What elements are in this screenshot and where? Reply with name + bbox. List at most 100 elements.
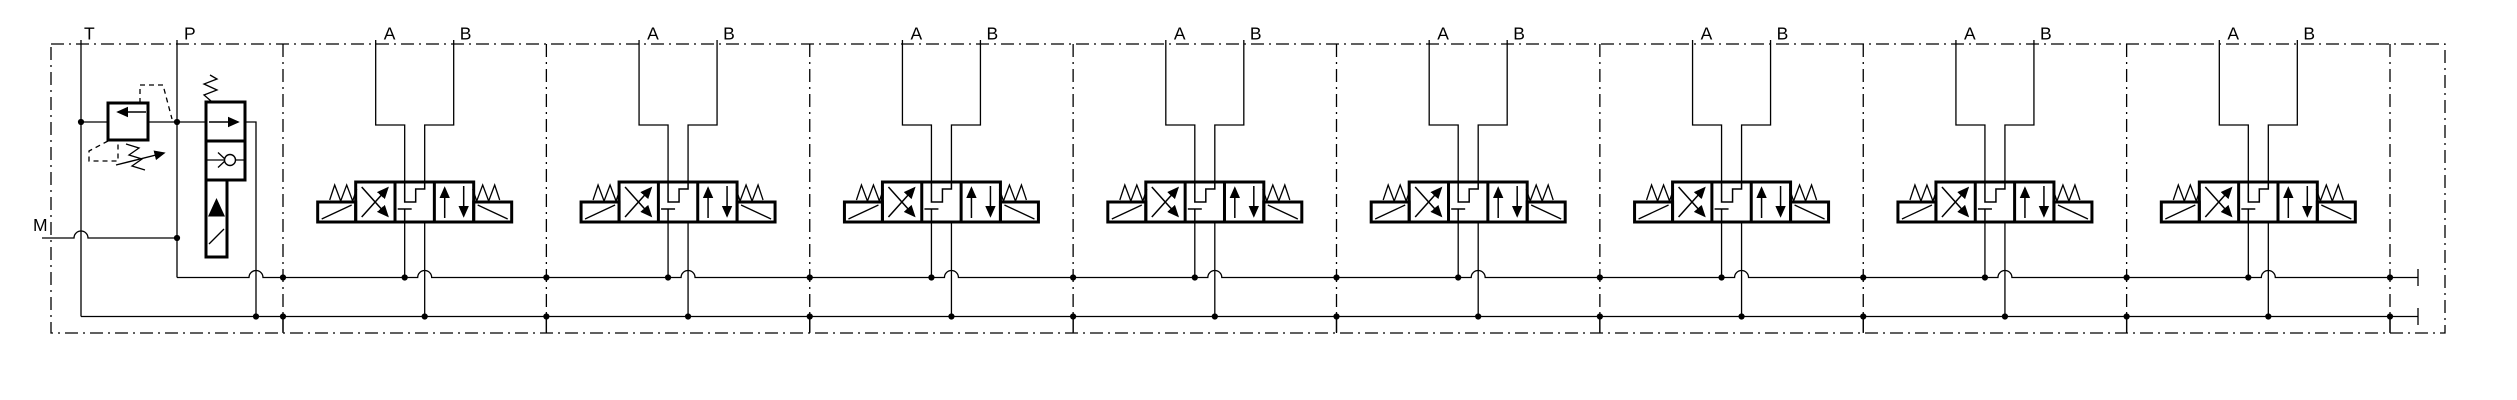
center-ab-path <box>2247 182 2270 203</box>
pressure-rail <box>177 269 2418 279</box>
junction-dot <box>1596 274 1603 281</box>
center-ab-path <box>403 182 426 203</box>
junction-dot <box>1475 313 1482 320</box>
left-solenoid <box>1369 200 1411 224</box>
junction-dot <box>928 274 935 281</box>
right-solenoid-diagonal <box>1530 204 1562 220</box>
left-solenoid-diagonal <box>848 204 879 220</box>
port-a-line <box>1955 40 1986 182</box>
right-solenoid <box>735 200 777 224</box>
left-solenoid <box>842 200 884 224</box>
junction-dot <box>173 234 181 242</box>
unloader-spring <box>202 74 219 102</box>
left-spring <box>1119 183 1148 203</box>
port-b-line <box>950 40 982 182</box>
left-solenoid <box>2159 200 2201 224</box>
left-spring <box>1909 183 1938 203</box>
port-b-line <box>1477 40 1508 182</box>
junction-dot <box>2265 313 2272 320</box>
right-spring <box>472 183 501 203</box>
junction-dot <box>1738 313 1745 320</box>
junction-dot <box>1070 313 1077 320</box>
junction-dot <box>1333 313 1340 320</box>
left-spring <box>592 183 621 203</box>
pressure-port-label: P <box>184 24 196 44</box>
port-a-line <box>2218 40 2249 182</box>
cross-arrow-2 <box>624 186 653 218</box>
port-b-label: B <box>1250 24 1262 44</box>
right-solenoid <box>472 200 514 224</box>
junction-dot <box>252 313 260 320</box>
right-spring <box>998 183 1028 203</box>
unloader-actuator-box <box>204 178 229 259</box>
port-a-label: A <box>910 24 922 44</box>
right-solenoid-diagonal <box>2057 204 2089 220</box>
port-a-line <box>901 40 933 182</box>
right-solenoid <box>1789 200 1831 224</box>
junction-dot <box>948 313 955 320</box>
left-solenoid-diagonal <box>321 204 352 220</box>
junction-dot <box>664 274 672 281</box>
center-ab-path <box>1194 182 1216 203</box>
left-solenoid-diagonal <box>1901 204 1933 220</box>
junction-dot <box>806 313 813 320</box>
center-ab-path <box>1720 182 1743 203</box>
relief-valve-body <box>106 101 150 142</box>
left-spring <box>329 183 358 203</box>
port-b-line <box>1214 40 1245 182</box>
port-b-label: B <box>2040 24 2052 44</box>
junction-dot <box>401 274 408 281</box>
port-b-line <box>424 40 455 182</box>
center-ab-path <box>667 182 689 203</box>
right-spring <box>735 183 764 203</box>
junction-dot <box>543 313 550 320</box>
right-solenoid-diagonal <box>2321 204 2352 220</box>
port-b-line <box>687 40 718 182</box>
junction-dot <box>1981 274 1989 281</box>
port-a-line <box>1165 40 1196 182</box>
cross-arrow-2 <box>361 186 389 218</box>
right-spring <box>1525 183 1554 203</box>
port-a-label: A <box>647 24 659 44</box>
port-a-label: A <box>1174 24 1186 44</box>
left-solenoid <box>1106 200 1148 224</box>
solenoid-unloading-valve-icon <box>202 74 257 317</box>
junction-dot <box>421 313 428 320</box>
junction-dot <box>1070 274 1077 281</box>
junction-dot <box>1455 274 1462 281</box>
junction-dots <box>77 118 2394 320</box>
port-a-line <box>638 40 669 182</box>
junction-dot <box>1211 313 1218 320</box>
junction-dot <box>1191 274 1198 281</box>
right-solenoid <box>1525 200 1567 224</box>
gauge-port-line <box>42 230 177 239</box>
cross-arrow-2 <box>2204 186 2233 218</box>
center-ab-path <box>930 182 953 203</box>
cross-arrow-2 <box>887 186 916 218</box>
right-spring <box>1788 183 1818 203</box>
unloader-drain-line <box>245 121 257 317</box>
junction-dot <box>2123 313 2130 320</box>
port-b-line <box>1740 40 1772 182</box>
port-a-label: A <box>384 24 396 44</box>
gauge-port-label: M <box>33 215 48 235</box>
left-spring <box>1645 183 1675 203</box>
left-solenoid-diagonal <box>584 204 616 220</box>
junction-dot <box>1333 274 1340 281</box>
left-solenoid-diagonal <box>1111 204 1143 220</box>
check-ball <box>223 153 237 167</box>
left-spring <box>1382 183 1411 203</box>
port-b-line <box>2004 40 2035 182</box>
junction-dot <box>2123 274 2130 281</box>
right-solenoid-diagonal <box>1267 204 1299 220</box>
right-spring <box>2052 183 2081 203</box>
junction-dot <box>1860 313 1867 320</box>
port-b-label: B <box>986 24 998 44</box>
